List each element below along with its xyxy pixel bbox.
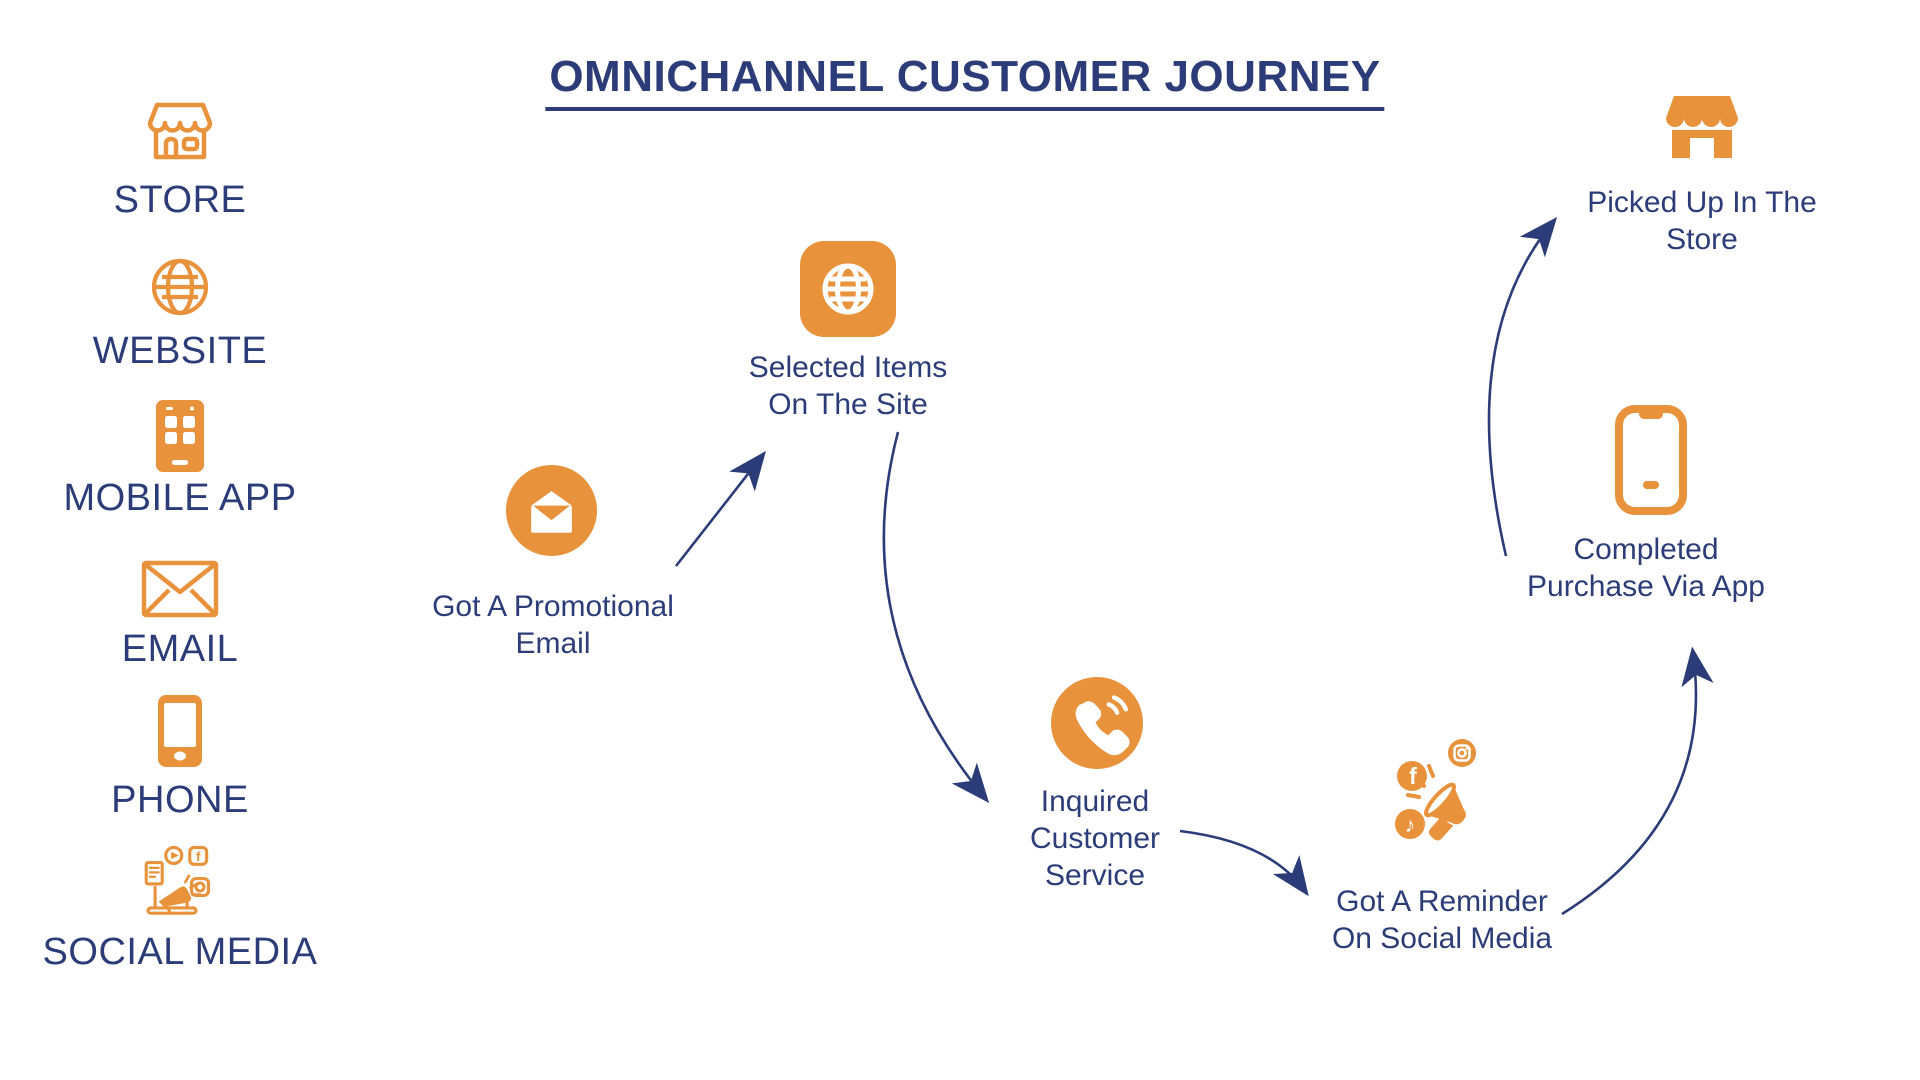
step-label-social-reminder: Got A Reminder On Social Media: [1331, 885, 1553, 955]
step-label-selected-items: Selected Items On The Site: [748, 351, 948, 421]
arrow-site-to-service: [882, 431, 990, 804]
sidebar-item-store: STORE: [113, 179, 247, 221]
arrow-email-to-site: [674, 450, 767, 567]
store-filled-icon: [1660, 90, 1744, 164]
step-label-promo-email: Got A Promotional Email: [432, 590, 674, 660]
step-label-app-purchase: Completed Purchase Via App: [1527, 533, 1765, 603]
sidebar-item-mobile-app: MOBILE APP: [63, 477, 297, 519]
sidebar-item-email: EMAIL: [121, 628, 239, 670]
store-outline-icon: [40, 93, 320, 169]
envelope-outline-icon: [40, 560, 320, 618]
svg-text:♪: ♪: [1405, 814, 1416, 837]
globe-outline-icon: [40, 253, 320, 321]
email-circle-icon: [505, 464, 598, 557]
phone-filled-icon: [40, 693, 320, 769]
phone-call-circle-icon: [1050, 676, 1144, 770]
globe-badge-icon: [800, 241, 896, 337]
smartphone-outline-icon: [1615, 405, 1687, 515]
social-megaphone-icon: f ♪: [1392, 736, 1492, 856]
sidebar-item-phone: PHONE: [111, 779, 249, 821]
page-title: OMNICHANNEL CUSTOMER JOURNEY: [545, 52, 1385, 111]
arrow-social-to-app: [1561, 646, 1714, 916]
svg-text:f: f: [1409, 763, 1417, 789]
sidebar-item-social-media: SOCIAL MEDIA: [42, 931, 318, 973]
step-label-customer-service: Inquired Customer Service: [1029, 785, 1161, 892]
svg-text:f: f: [196, 849, 201, 864]
social-media-icon: f: [40, 843, 320, 923]
sidebar-item-website: WEBSITE: [92, 330, 268, 372]
arrow-app-to-store: [1487, 216, 1558, 557]
mobile-app-icon: [40, 398, 320, 474]
step-label-store-pickup: Picked Up In The Store: [1587, 186, 1817, 256]
